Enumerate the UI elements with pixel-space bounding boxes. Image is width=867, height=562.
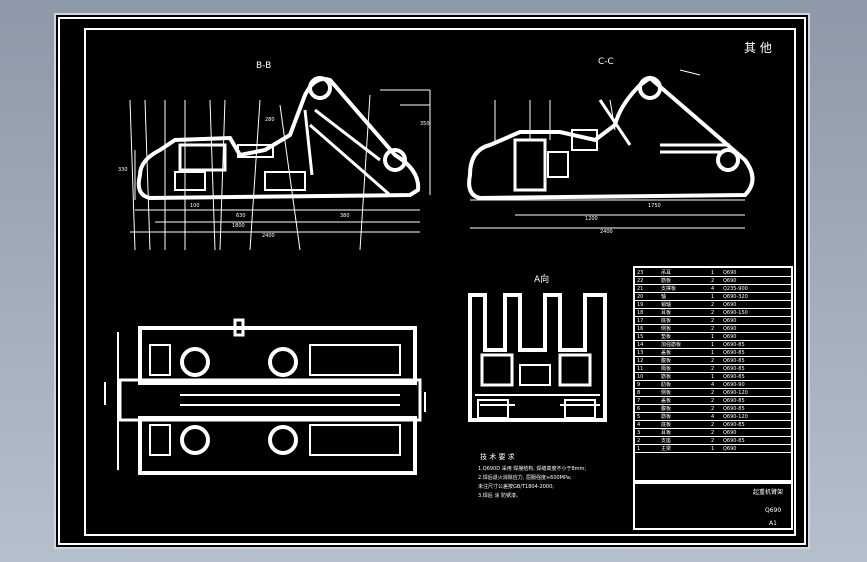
sheet-border-outer: [58, 17, 806, 545]
plan-view: [104, 318, 426, 475]
dim-bb-1: 380: [340, 213, 350, 219]
section-cc-view: [467, 69, 755, 229]
corner-label: 其 他: [744, 41, 772, 55]
section-bb-label: B-B: [256, 61, 272, 71]
tech-line-0: 1.Q690D 采用 焊接结构, 焊缝高度不小于8mm;: [478, 466, 587, 472]
view-a-label: A向: [534, 275, 550, 285]
title-block-material: Q690: [765, 507, 782, 514]
tech-line-2: 未注尺寸公差按GB/T1804-2000;: [478, 484, 554, 490]
view-a: [468, 293, 607, 422]
dim-bb-6: 630: [236, 213, 246, 219]
section-bb-view: [129, 76, 431, 251]
dim-cc-1: 1200: [585, 216, 598, 222]
tech-title: 技 术 要 求: [480, 453, 515, 461]
sheet-border-inner: [84, 28, 796, 536]
dim-bb-4: 100: [190, 203, 200, 209]
title-block-scale: A1: [769, 520, 777, 527]
dim-bb-0: 330: [118, 167, 128, 173]
dim-cc-0: 1750: [648, 203, 661, 209]
dim-bb-5: 280: [265, 117, 275, 123]
title-block-title: 起重机臂架: [753, 489, 784, 496]
tech-line-3: 3.焊后 涂 防锈漆。: [478, 493, 521, 499]
section-cc-label: C-C: [598, 57, 614, 67]
tech-line-1: 2.焊后退火消除应力, 屈服强度≥600MPa;: [478, 475, 572, 481]
dim-cc-2: 2400: [600, 229, 613, 235]
title-block: 起重机臂架 Q690 A1: [633, 482, 793, 530]
dim-bb-2: 1800: [232, 223, 245, 229]
dim-bb-3: 2400: [262, 233, 275, 239]
dim-bb-7: 350: [420, 121, 430, 127]
